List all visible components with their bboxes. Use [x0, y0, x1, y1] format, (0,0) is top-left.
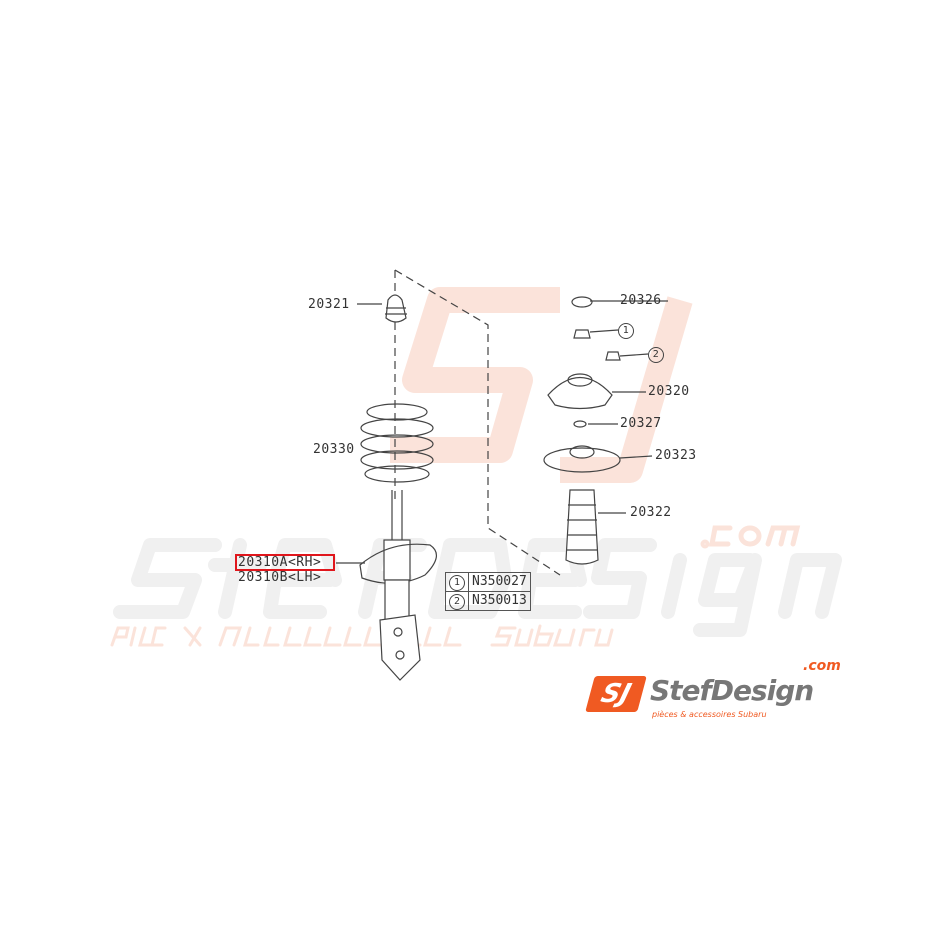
- part-label-20326[interactable]: 20326: [620, 293, 662, 308]
- part-label-20330[interactable]: 20330: [313, 442, 355, 457]
- callout-mark: 1: [449, 575, 465, 591]
- watermark-tagline-lettering: [110, 624, 614, 647]
- part-label-20310a-rh[interactable]: 20310A<RH>: [238, 555, 322, 570]
- callout-1: 1: [618, 323, 634, 339]
- part-label-20323[interactable]: 20323: [655, 448, 697, 463]
- callout-row: 1 N350027: [445, 572, 531, 592]
- callout-part-number[interactable]: N350013: [468, 591, 531, 611]
- part-label-20321[interactable]: 20321: [308, 297, 350, 312]
- watermark-domain-lettering: [700, 525, 801, 549]
- part-label-20322[interactable]: 20322: [630, 505, 672, 520]
- highlight-box: [235, 554, 335, 571]
- callout-table: 1 N350027 2 N350013: [445, 572, 531, 611]
- logo-brand: StefDesign: [650, 674, 814, 707]
- part-label-20320[interactable]: 20320: [648, 384, 690, 399]
- watermark-brand-lettering: [113, 538, 842, 637]
- callout-row: 2 N350013: [445, 591, 531, 611]
- callout-mark: 2: [449, 594, 465, 610]
- logo-domain: .com: [803, 658, 841, 674]
- stefdesign-logo: SJ .com StefDesign pièces & accessoires …: [585, 658, 858, 728]
- logo-mark: SJ: [585, 676, 647, 712]
- part-label-20327[interactable]: 20327: [620, 416, 662, 431]
- part-label-20310b-lh[interactable]: 20310B<LH>: [238, 570, 322, 585]
- callout-part-number[interactable]: N350027: [468, 572, 531, 592]
- logo-tagline: pièces & accessoires Subaru: [652, 710, 767, 719]
- callout-2: 2: [648, 347, 664, 363]
